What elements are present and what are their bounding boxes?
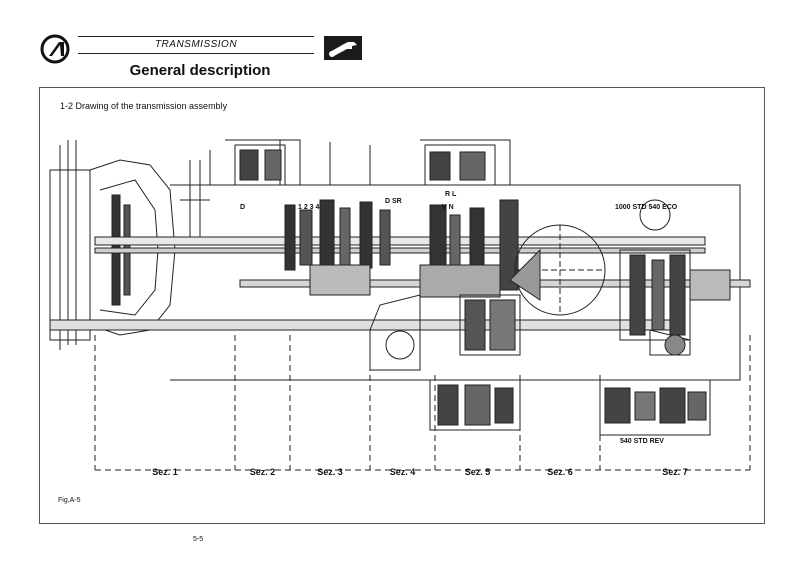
label-pto: 1000 STD 540 ECO bbox=[615, 204, 678, 211]
section-label: Sez. 4 bbox=[390, 467, 416, 477]
header-rule-bottom bbox=[78, 53, 314, 54]
wrench-hand-icon bbox=[324, 36, 362, 60]
section-title: TRANSMISSION bbox=[154, 39, 238, 50]
label-gears: 1 2 3 4 bbox=[298, 204, 320, 211]
section-label: Sez. 1 bbox=[152, 467, 178, 477]
label-dsr: D SR bbox=[385, 198, 402, 205]
label-rl: R L bbox=[445, 191, 457, 198]
label-d: D bbox=[240, 204, 245, 211]
section-label: Sez. 2 bbox=[250, 467, 276, 477]
label-pto-rev: 540 STD REV bbox=[620, 438, 664, 445]
transmission-drawing: D 1 2 3 4 D SR V N R L 1000 STD 540 ECO … bbox=[49, 139, 751, 477]
figure-frame bbox=[39, 87, 765, 524]
company-logo-icon bbox=[40, 34, 70, 64]
section-labels: Sez. 1 Sez. 2 Sez. 3 Sez. 4 Sez. 5 Sez. 6 Sez.… bbox=[152, 467, 688, 477]
section-label: Sez. 5 bbox=[465, 467, 491, 477]
figure-caption: 1-2 Drawing of the transmission assembly bbox=[60, 101, 228, 111]
section-label: Sez. 6 bbox=[547, 467, 573, 477]
page-number: 5-5 bbox=[193, 536, 204, 543]
section-label: Sez. 3 bbox=[317, 467, 343, 477]
header-rule-top bbox=[78, 36, 314, 37]
label-vn: V N bbox=[442, 204, 454, 211]
page-title: General description bbox=[129, 62, 271, 79]
figure-label: Fig.A-5 bbox=[58, 497, 81, 504]
section-label: Sez. 7 bbox=[662, 467, 688, 477]
